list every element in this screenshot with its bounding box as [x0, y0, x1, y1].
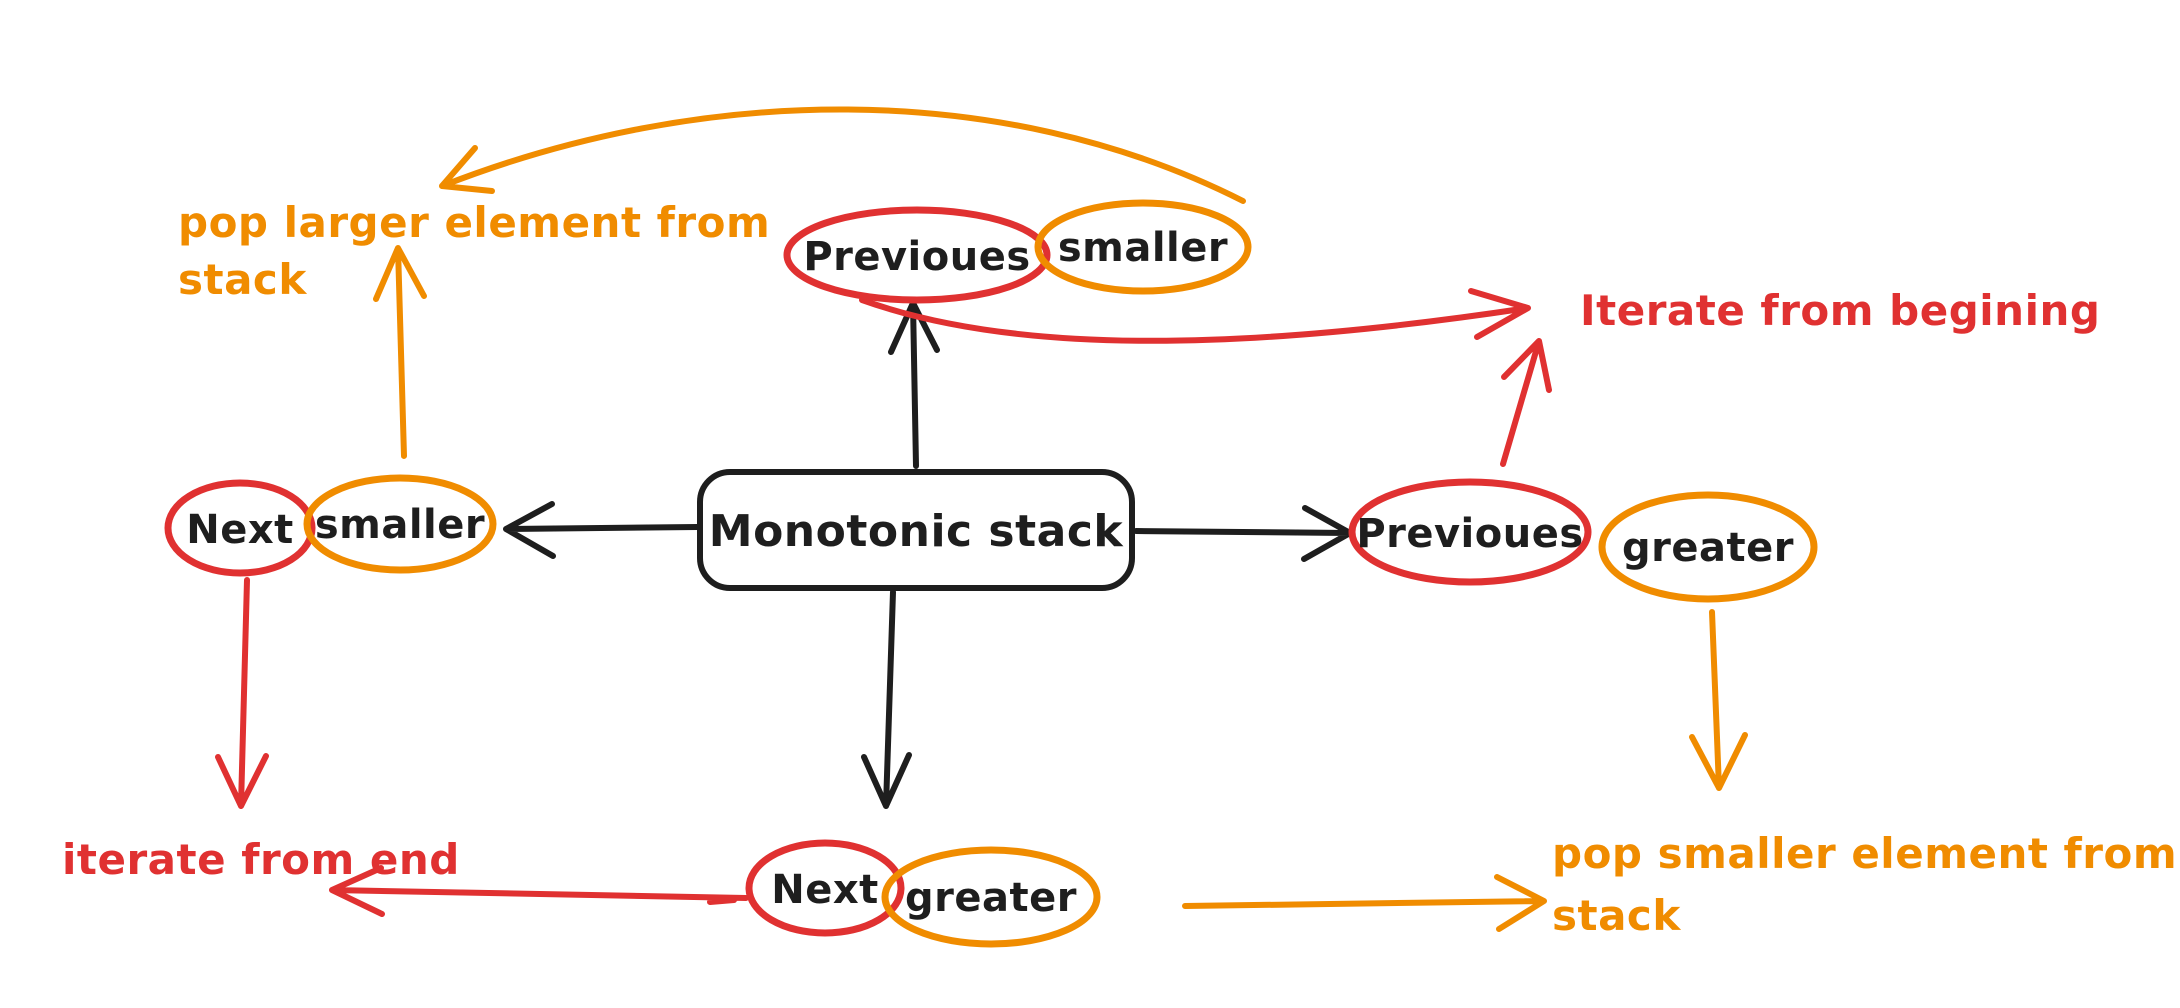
left-node-smaller-label: smaller [315, 502, 485, 548]
annotation-pop-larger-line2: stack [178, 255, 307, 304]
arrow-pop-smaller-down [1689, 609, 1748, 791]
arrow-iterate-end-down [215, 577, 269, 809]
monotonic-stack-label: Monotonic stack [709, 506, 1125, 557]
top-node-previous-label: Previoues [803, 234, 1030, 280]
arrow-iterate-begining-up [1500, 338, 1552, 467]
right-node-greater-label: greater [1622, 525, 1794, 571]
annotation-iterate-begining: Iterate from begining [1580, 286, 2100, 335]
arrow-iterate-begining-curve [859, 288, 1531, 344]
bottom-node-greater-ellipse [881, 846, 1101, 948]
arrow-center-to-next-smaller [503, 501, 701, 559]
arrow-center-to-next-greater [861, 589, 912, 809]
top-node-smaller-ellipse [1034, 199, 1252, 295]
bottom-node-greater-label: greater [905, 875, 1077, 921]
annotation-pop-smaller-line2: stack [1552, 891, 1681, 940]
arrow-pop-larger-up [373, 245, 427, 459]
bottom-node-next-ellipse [745, 839, 905, 937]
arrow-iterate-end-left [329, 865, 749, 917]
arrow-pop-larger-curve [439, 106, 1246, 204]
annotation-iterate-end: iterate from end [62, 835, 460, 884]
top-node-previous-ellipse [783, 206, 1051, 304]
arrow-center-to-previous-greater [1133, 505, 1353, 562]
top-node-smaller-label: smaller [1058, 225, 1228, 271]
bottom-node-next-label: Next [771, 867, 879, 913]
right-node-previous-label: Previoues [1356, 511, 1583, 557]
left-node-next-label: Next [186, 507, 294, 553]
annotation-pop-smaller-line1: pop smaller element from [1552, 829, 2177, 878]
annotation-pop-larger-line1: pop larger element from [178, 198, 770, 247]
left-node-smaller-ellipse [303, 474, 497, 574]
right-node-previous-ellipse [1348, 478, 1592, 586]
right-node-greater-ellipse [1598, 491, 1818, 603]
monotonic-stack-box [697, 469, 1135, 591]
arrow-center-to-previous-smaller [888, 300, 940, 469]
arrow-pop-smaller-right [1182, 874, 1547, 932]
left-node-next-ellipse [164, 479, 316, 577]
